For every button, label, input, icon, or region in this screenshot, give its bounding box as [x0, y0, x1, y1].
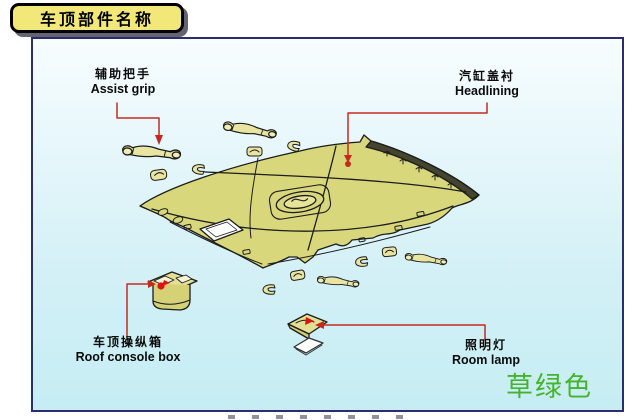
trim-clip-6 [355, 256, 369, 267]
trim-clip-1 [246, 146, 263, 157]
leader-assist-arrowhead [155, 135, 163, 145]
label-room-lamp-en: Room lamp [451, 352, 521, 367]
title-box: 车顶部件名称 [10, 3, 184, 33]
label-headlining-en: Headlining [455, 83, 519, 98]
trim-clip-2 [287, 140, 301, 152]
label-room-lamp-cn: 照明灯 [464, 338, 507, 352]
roof-console-box [147, 271, 198, 311]
label-headlining-cn: 汽缸盖衬 [458, 69, 515, 83]
label-assist-grip-en: Assist grip [90, 81, 156, 96]
label-roof-console-box-en: Roof console box [75, 349, 181, 364]
panel-seam-upper [204, 171, 467, 193]
room-lamp [287, 313, 328, 340]
panel-holes [157, 208, 425, 255]
panel-seam-left [249, 157, 259, 239]
label-assist-grip-cn: 辅助把手 [94, 67, 151, 81]
leader-console-arrowhead [148, 280, 156, 288]
label-assist-grip: 辅助把手 Assist grip [58, 67, 188, 96]
panel-front-rim [169, 221, 431, 265]
panel-rear-edge [365, 140, 480, 200]
trim-clip-7 [289, 269, 306, 281]
label-roof-console-box-cn: 车顶操纵箱 [92, 335, 163, 349]
trim-clip-3 [191, 164, 206, 175]
console-cutout [199, 218, 244, 242]
leader-roof-console-box [126, 280, 156, 338]
assist-grip-1 [122, 145, 182, 160]
leader-room-lamp [315, 321, 486, 341]
leader-lamp-arrowhead [315, 321, 324, 329]
leaders [116, 102, 488, 341]
lamp-red-marker [305, 317, 314, 325]
sunroof-recess [268, 184, 332, 220]
panel-seam-lower [151, 205, 454, 232]
leader-headlining-arrowhead [344, 155, 352, 163]
rear-edge-clips [383, 150, 455, 189]
trim-clip-4 [150, 168, 168, 181]
assist-grip-2 [223, 121, 277, 139]
lamp-lens [293, 337, 324, 356]
color-note: 草绿色 [506, 372, 593, 403]
label-headlining: 汽缸盖衬 Headlining [422, 69, 552, 98]
trim-clip-8 [381, 246, 398, 258]
label-room-lamp: 照明灯 Room lamp [421, 338, 551, 367]
label-roof-console-box: 车顶操纵箱 Roof console box [43, 335, 213, 364]
trim-clip-5 [262, 284, 276, 295]
cropped-text-sliver [228, 415, 406, 419]
assist-grip-3 [316, 275, 360, 288]
assist-grip-4 [404, 253, 448, 266]
trim-clips [150, 140, 398, 295]
leader-headlining [344, 102, 488, 167]
page-title: 车顶部件名称 [39, 12, 154, 29]
headlining-panel [139, 134, 480, 269]
leader-assist-grip [116, 102, 163, 145]
